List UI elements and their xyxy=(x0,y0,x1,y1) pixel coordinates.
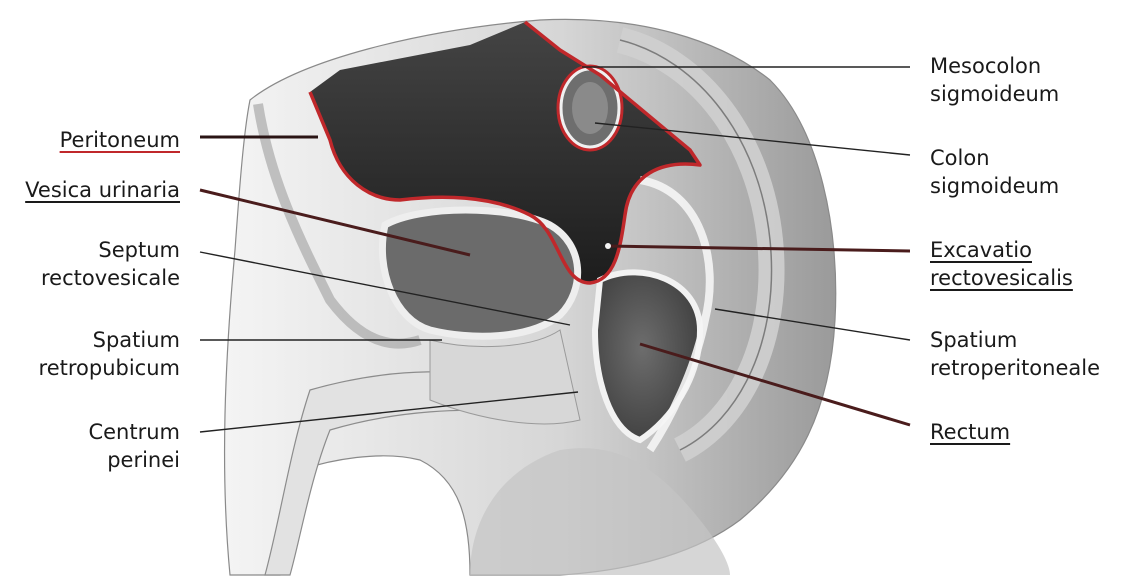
label-rectum-text: Rectum xyxy=(930,418,1010,446)
label-colon-line1: Colon xyxy=(930,144,1059,172)
label-colon-line2: sigmoideum xyxy=(930,172,1059,200)
label-spatium-retropubicum: Spatium retropubicum xyxy=(39,326,180,382)
label-spatium-retroperitoneale-line2: retroperitoneale xyxy=(930,354,1100,382)
excavatio-marker xyxy=(605,243,611,249)
label-vesica-urinaria-text: Vesica urinaria xyxy=(25,176,180,204)
label-spatium-retropubicum-line2: retropubicum xyxy=(39,354,180,382)
label-septum-line1: Septum xyxy=(41,236,180,264)
label-mesocolon-line2: sigmoideum xyxy=(930,80,1059,108)
label-centrum-perinei: Centrum perinei xyxy=(88,418,180,474)
label-centrum-line1: Centrum xyxy=(88,418,180,446)
label-excavatio-line1: Excavatio xyxy=(930,236,1073,264)
label-peritoneum: Peritoneum xyxy=(60,126,180,154)
label-spatium-retropubicum-line1: Spatium xyxy=(39,326,180,354)
label-mesocolon-line1: Mesocolon xyxy=(930,52,1059,80)
label-excavatio-line2: rectovesicalis xyxy=(930,264,1073,292)
label-septum-line2: rectovesicale xyxy=(41,264,180,292)
vesica-urinaria-shape xyxy=(382,210,577,336)
label-peritoneum-text: Peritoneum xyxy=(60,126,180,154)
label-colon-sigmoideum: Colon sigmoideum xyxy=(930,144,1059,200)
label-rectum: Rectum xyxy=(930,418,1010,446)
label-septum-rectovesicale: Septum rectovesicale xyxy=(41,236,180,292)
label-mesocolon-sigmoideum: Mesocolon sigmoideum xyxy=(930,52,1059,108)
label-excavatio-rectovesicalis: Excavatio rectovesicalis xyxy=(930,236,1073,292)
label-spatium-retroperitoneale: Spatium retroperitoneale xyxy=(930,326,1100,382)
label-spatium-retroperitoneale-line1: Spatium xyxy=(930,326,1100,354)
label-centrum-line2: perinei xyxy=(88,446,180,474)
label-vesica-urinaria: Vesica urinaria xyxy=(25,176,180,204)
